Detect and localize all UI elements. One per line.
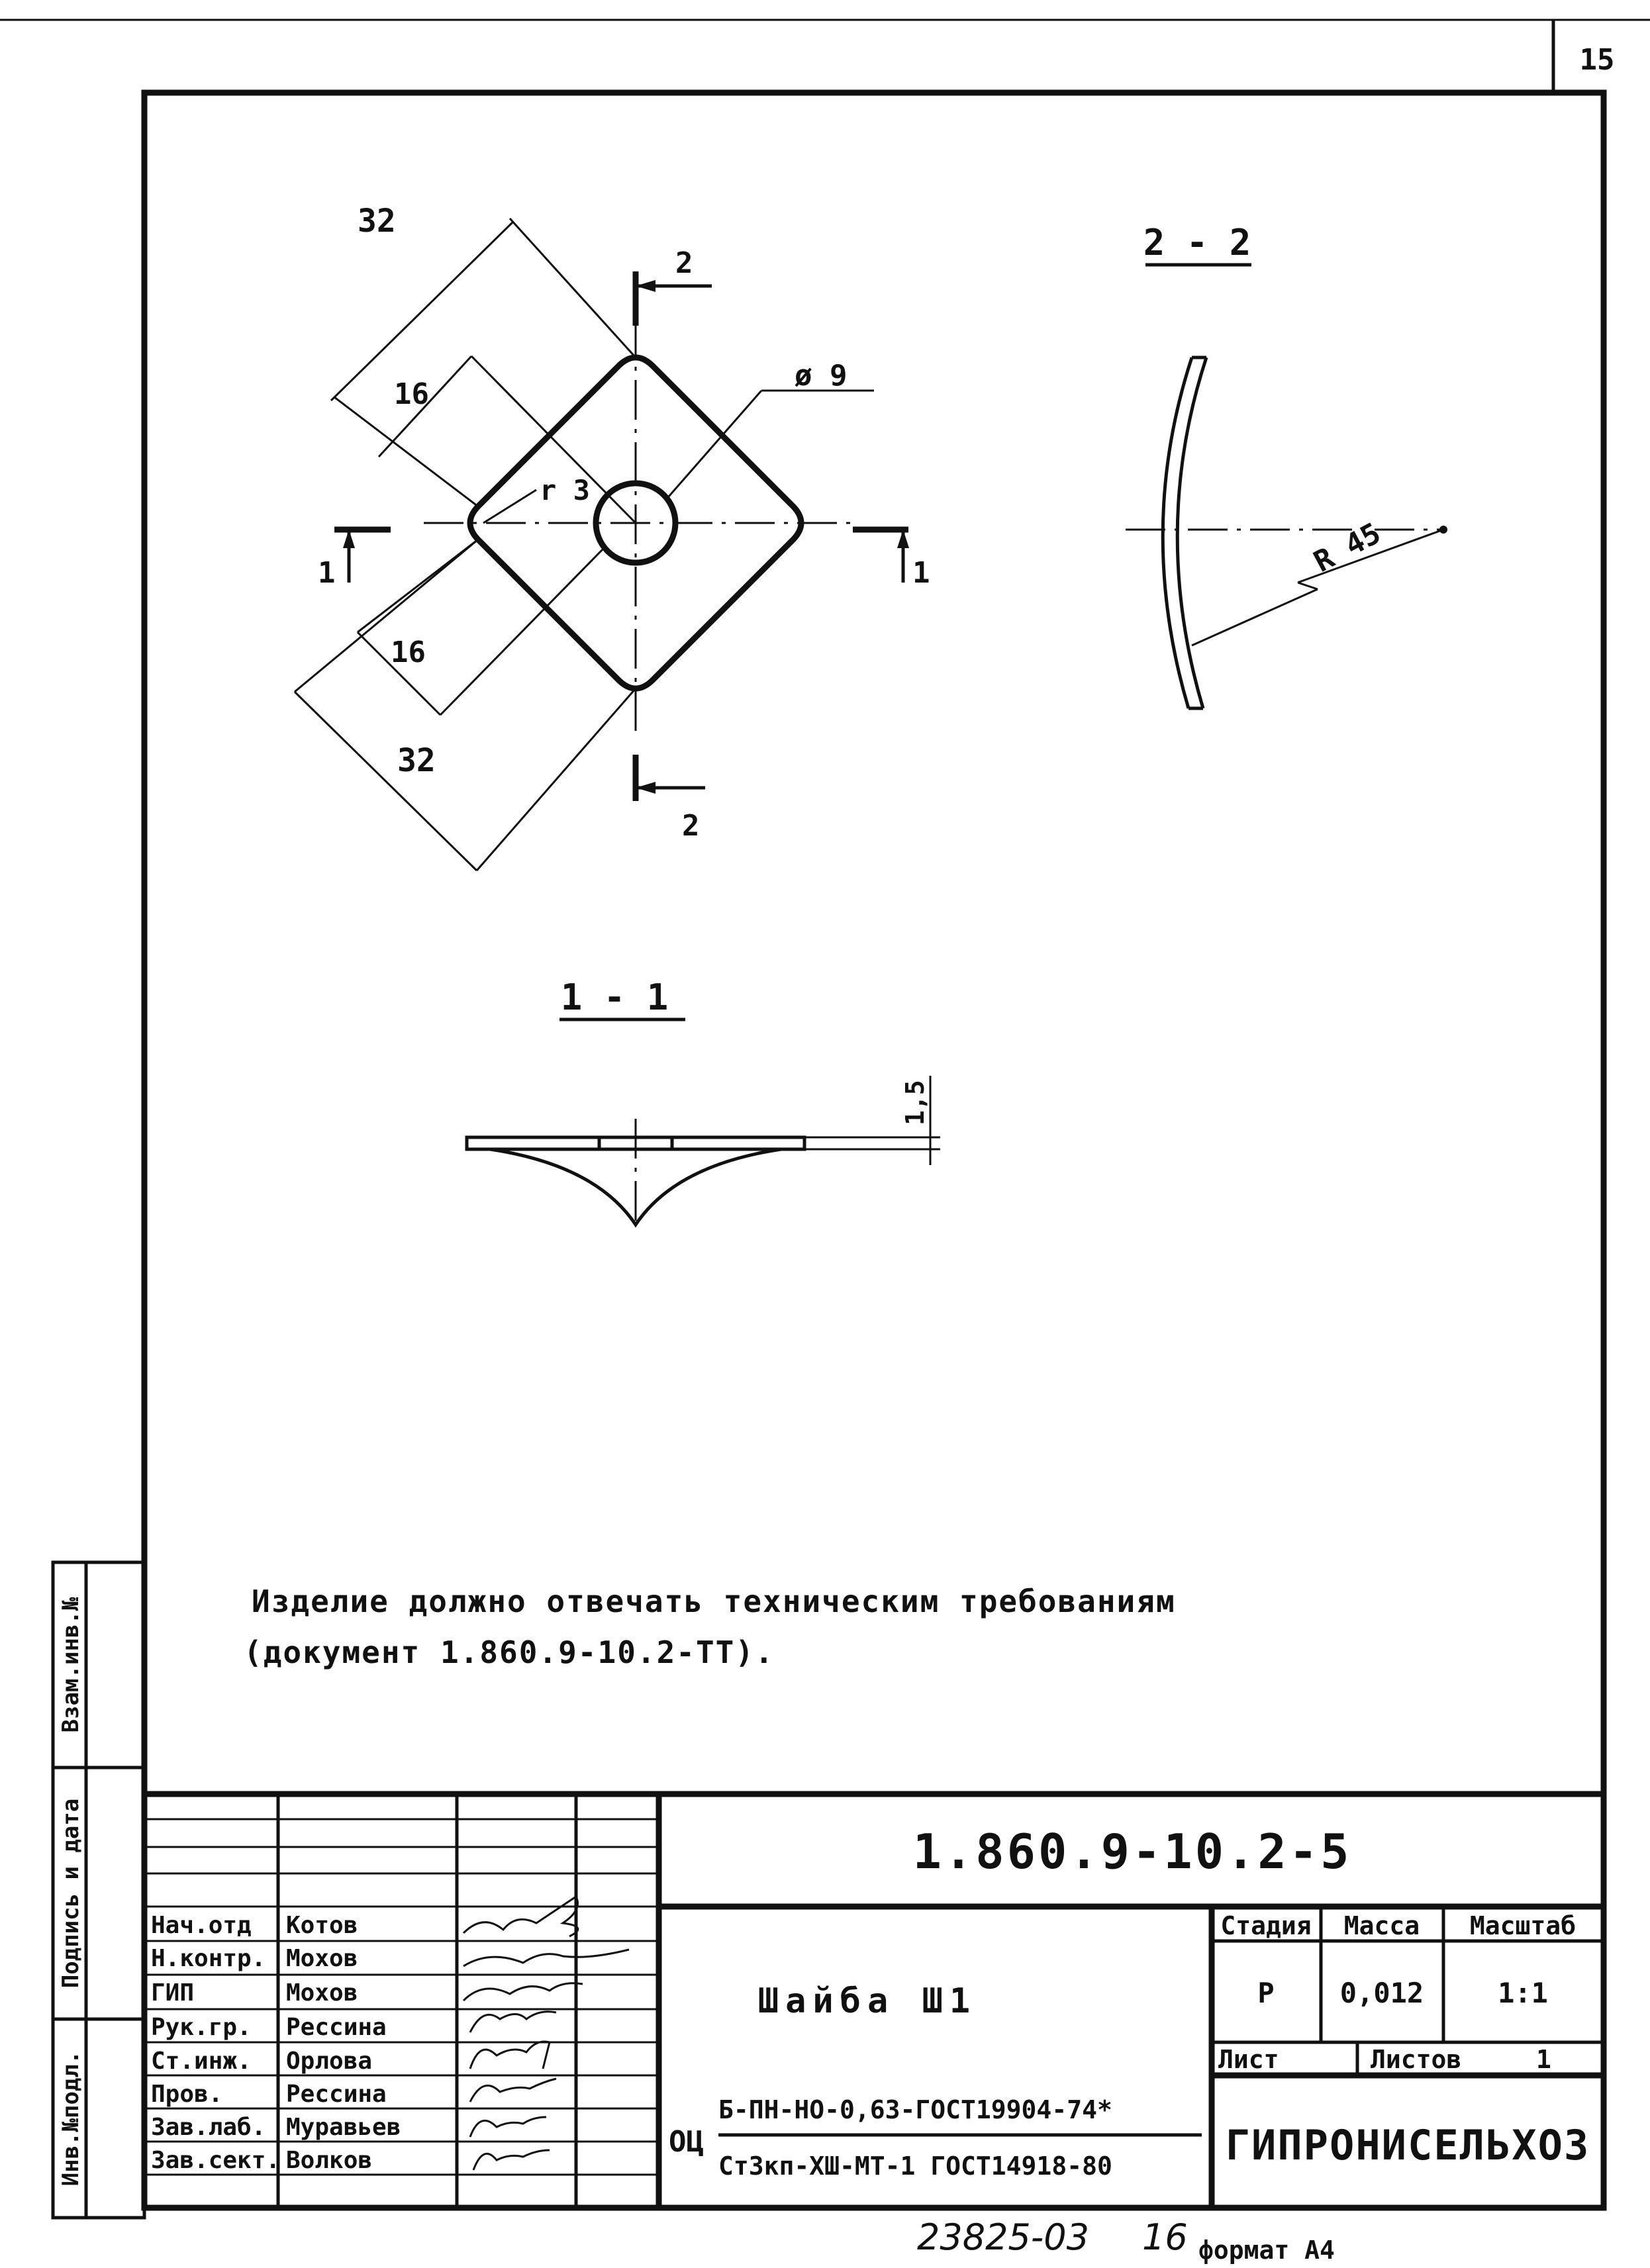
side-stamp-inv: Инв.№подл.	[58, 2051, 84, 2187]
plan-view: 1 1 2 2 32 16 r 3 ø 9 16	[293, 203, 930, 872]
note-line-2: (документ 1.860.9-10.2-ТТ).	[244, 1634, 775, 1670]
role-5: Ст.инж.	[151, 2048, 252, 2075]
dim-r3: r 3	[540, 474, 590, 506]
section-1-1: 1 - 1 1,5	[465, 976, 940, 1228]
part-name: Шайба Ш1	[758, 1981, 977, 2021]
organization: ГИПРОНИСЕЛЬХОЗ	[1226, 2121, 1590, 2169]
cut-label-2-bottom: 2	[682, 809, 700, 843]
role-3: ГИП	[151, 1979, 194, 2007]
cut-label-1-left: 1	[318, 556, 336, 590]
name-7: Муравьев	[286, 2114, 401, 2141]
role-6: Пров.	[151, 2081, 222, 2108]
mass-value: 0,012	[1340, 1977, 1424, 2009]
sheet-label: Лист	[1218, 2045, 1279, 2074]
dim-thickness: 1,5	[900, 1080, 930, 1125]
section-1-1-title: 1 - 1	[561, 976, 669, 1018]
sheet-number: 15	[1580, 43, 1615, 77]
stage-value: Р	[1257, 1977, 1274, 2009]
signatures	[462, 1895, 630, 2171]
profile-outer	[1175, 357, 1208, 709]
dim-hole: ø 9	[795, 359, 847, 393]
dim-radius: R 45	[1308, 516, 1386, 579]
doc-code: 1.860.9-10.2-5	[913, 1824, 1352, 1879]
title-block: Нач.отд Н.контр. ГИП Рук.гр. Ст.инж. Про…	[144, 1791, 1604, 2208]
material-top: Б-ПН-НО-0,63-ГОСТ19904-74*	[718, 2095, 1112, 2124]
stage-label: Стадия	[1220, 1911, 1311, 1940]
side-stamp-podpis: Подпись и дата	[58, 1799, 84, 1989]
section-2-2: 2 - 2 R 45	[1126, 222, 1447, 710]
role-8: Зав.сект.	[151, 2147, 280, 2174]
name-5: Орлова	[286, 2048, 372, 2075]
name-4: Рессина	[286, 2014, 387, 2041]
name-3: Мохов	[286, 1979, 358, 2007]
role-2: Н.контр.	[151, 1945, 266, 1972]
dim-16-lower: 16	[391, 636, 426, 669]
side-stamp-vzam: Взам.инв.№	[58, 1597, 84, 1732]
roles-column: Нач.отд Н.контр. ГИП Рук.гр. Ст.инж. Про…	[151, 1912, 280, 2174]
sheets-label: Листов	[1371, 2045, 1461, 2074]
name-6: Рессина	[286, 2081, 387, 2108]
footer-format: формат А4	[1198, 2236, 1335, 2265]
material-prefix: ОЦ	[669, 2125, 704, 2159]
names-column: Котов Мохов Мохов Рессина Орлова Рессина…	[286, 1912, 401, 2174]
name-1: Котов	[286, 1912, 358, 1939]
sheets-value: 1	[1536, 2045, 1551, 2074]
footer-page: 16	[1142, 2216, 1188, 2258]
cut-label-2-top: 2	[675, 246, 693, 280]
scale-label: Масштаб	[1470, 1911, 1576, 1940]
dim-16-upper: 16	[394, 377, 429, 411]
dim-32-upper: 32	[358, 203, 396, 240]
main-frame	[141, 89, 1607, 2211]
cut-label-1-right: 1	[912, 556, 930, 590]
section-2-2-title: 2 - 2	[1143, 222, 1251, 263]
profile-inner	[1161, 357, 1194, 709]
dim-32-lower: 32	[397, 742, 436, 779]
material-bottom: Ст3кп-ХШ-МТ-1 ГОСТ14918-80	[718, 2151, 1112, 2181]
mass-label: Масса	[1344, 1911, 1420, 1940]
washer-dish-curve	[489, 1147, 782, 1228]
role-4: Рук.гр.	[151, 2014, 252, 2041]
washer-outline	[467, 354, 804, 692]
side-stamp: Взам.инв.№ Подпись и дата Инв.№подл.	[51, 1560, 146, 2220]
note-line-1: Изделие должно отвечать техническим треб…	[252, 1583, 1176, 1619]
role-7: Зав.лаб.	[151, 2114, 266, 2141]
name-2: Мохов	[286, 1945, 358, 1972]
name-8: Волков	[286, 2147, 372, 2174]
role-1: Нач.отд	[151, 1912, 252, 1939]
scale-value: 1:1	[1498, 1977, 1548, 2009]
footer-number: 23825-03	[917, 2216, 1089, 2258]
